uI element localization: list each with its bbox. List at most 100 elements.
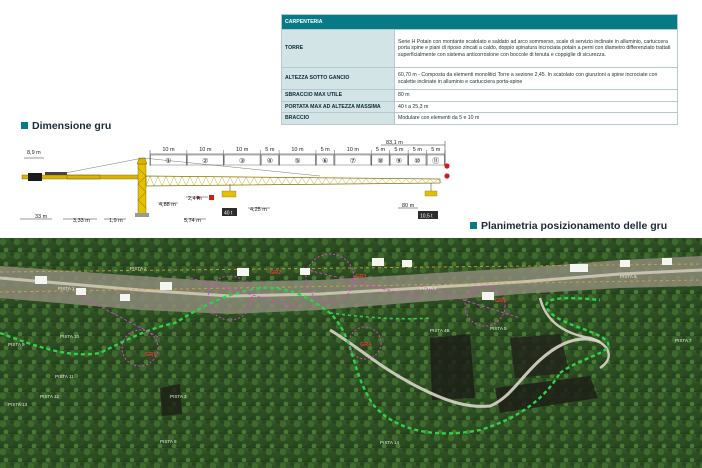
- spec-label: SBRACCIO MAX UTILE: [281, 89, 395, 102]
- map-label: PISTA 3: [170, 394, 187, 399]
- segment-box: [334, 154, 371, 166]
- dim-4-88m: 4,88 m: [159, 202, 176, 208]
- map-label: GR5: [495, 298, 506, 304]
- map-label: PISTA 4: [420, 286, 437, 291]
- spec-row-torre: TORRE Serie H Potain con montante scatol…: [281, 29, 678, 68]
- crane-map-title: Planimetria posizionamento delle gru: [481, 220, 668, 232]
- crane-tower: [135, 157, 149, 217]
- segment-length-label: 5 m: [413, 147, 423, 153]
- spec-value: 60,70 m - Composta da elementi monolitic…: [394, 67, 678, 90]
- access-road: [329, 328, 601, 408]
- segment-number: ⑩: [414, 157, 420, 165]
- segment-number: ④: [267, 157, 273, 165]
- spec-table: CARPENTERIA TORRE Serie H Potain con mon…: [281, 14, 678, 125]
- crane-dimensions-title: Dimensione gru: [32, 120, 112, 132]
- max-load-label: 40 t: [224, 211, 233, 217]
- segment-box: [426, 154, 445, 166]
- segment-length-label: 10 m: [236, 147, 249, 153]
- work-area: [495, 376, 598, 413]
- spec-row-braccio: BRACCIO Modulare con elementi da 5 e 10 …: [281, 112, 678, 125]
- segment-number: ①: [165, 157, 171, 165]
- segment-number-boxes: ① ② ③ ④ ⑤ ⑥ ⑦ ⑧ ⑨ ⑩ ⑪: [150, 154, 445, 166]
- road-lane: [0, 268, 702, 298]
- segment-box: [390, 154, 408, 166]
- map-tags: [35, 258, 672, 301]
- spec-value: Modulare con elementi da 5 e 10 m: [394, 112, 678, 125]
- map-label: PISTA 11: [55, 374, 74, 379]
- segment-number: ⑧: [377, 157, 383, 165]
- map-label: PISTA 7: [675, 338, 692, 343]
- segment-number: ⑨: [396, 157, 402, 165]
- dim-2-4m: 2,4 m: [188, 196, 202, 202]
- segment-box: [187, 154, 224, 166]
- crane-jib: [59, 157, 443, 187]
- red-markers: [196, 163, 450, 200]
- segment-length-label: 10 m: [291, 147, 304, 153]
- work-area: [510, 334, 570, 378]
- segment-box: [261, 154, 279, 166]
- hook-near: 40 t: [221, 184, 237, 217]
- work-area: [430, 334, 475, 400]
- segment-number: ⑥: [322, 157, 328, 165]
- map-label: PISTA 8: [160, 439, 177, 444]
- map-label: PISTA 2: [130, 266, 147, 271]
- segment-box: [224, 154, 261, 166]
- map-label: GR2: [270, 270, 281, 276]
- dim-80m: 80 m: [402, 203, 415, 209]
- spec-row-altezza: ALTEZZA SOTTO GANCIO 60,70 m - Composta …: [281, 67, 678, 90]
- segment-box: [150, 154, 187, 166]
- total-length-label: 83,1 m: [386, 140, 403, 146]
- map-label: GR4: [360, 342, 372, 348]
- segment-number: ③: [239, 157, 245, 165]
- segment-length-label: 10 m: [162, 147, 175, 153]
- dim-1-9m: 1,9 m: [109, 218, 123, 224]
- dim-4-25m: 4,25 m: [250, 207, 267, 213]
- map-label: PISTA 10: [60, 334, 80, 339]
- spec-value: 80 m: [394, 89, 678, 102]
- counter-jib-label: 8,9 m: [27, 150, 41, 156]
- segment-length-label: 5 m: [265, 147, 275, 153]
- work-area: [160, 384, 182, 416]
- spec-label: BRACCIO: [281, 112, 395, 125]
- spec-value: Serie H Potain con montante scatolato e …: [394, 29, 678, 68]
- tip-load-label: 10,5 t: [420, 214, 433, 220]
- segment-length-label: 5 m: [321, 147, 331, 153]
- segment-number: ⑤: [294, 157, 300, 165]
- road-corridor: [0, 256, 702, 314]
- map-label: GR1: [145, 352, 156, 358]
- crane-radius-circles: [121, 253, 506, 367]
- segment-box: [408, 154, 427, 166]
- crane-map-heading: Planimetria posizionamento delle gru: [470, 220, 667, 232]
- segment-length-label: 5 m: [376, 147, 386, 153]
- map-label: PISTA 4B: [430, 328, 450, 333]
- bullet-square-icon: [470, 222, 477, 229]
- bottom-dimension-lines: [20, 196, 418, 220]
- spec-label: TORRE: [281, 29, 395, 68]
- spec-label: PORTATA MAX AD ALTEZZA MASSIMA: [281, 100, 395, 113]
- map-label: PISTA 14: [380, 440, 400, 445]
- map-label: PISTA 13: [8, 402, 28, 407]
- spec-table-header-row: CARPENTERIA: [281, 14, 678, 30]
- spec-label: ALTEZZA SOTTO GANCIO: [281, 67, 395, 90]
- crane-reach-lines: [79, 267, 521, 339]
- dim-33m: 33 m: [35, 214, 48, 220]
- segment-number: ②: [202, 157, 208, 165]
- map-label: PISTA 12: [40, 394, 60, 399]
- dim-5-74m: 5,74 m: [184, 218, 201, 224]
- bullet-square-icon: [21, 122, 28, 129]
- segment-length-label: 10 m: [347, 147, 360, 153]
- site-boundary: [0, 286, 562, 435]
- spec-row-sbraccio: SBRACCIO MAX UTILE 80 m: [281, 89, 678, 102]
- spec-row-portata: PORTATA MAX AD ALTEZZA MASSIMA 40 t a 25…: [281, 100, 678, 113]
- map-label: PISTA 6: [620, 274, 637, 279]
- segment-number: ⑪: [432, 157, 439, 165]
- segment-number: ⑦: [350, 157, 356, 165]
- hook-tip: 10,5 t: [418, 183, 438, 220]
- counter-jib: [21, 172, 141, 181]
- segment-length-label: 5 m: [394, 147, 404, 153]
- segment-box: [279, 154, 316, 166]
